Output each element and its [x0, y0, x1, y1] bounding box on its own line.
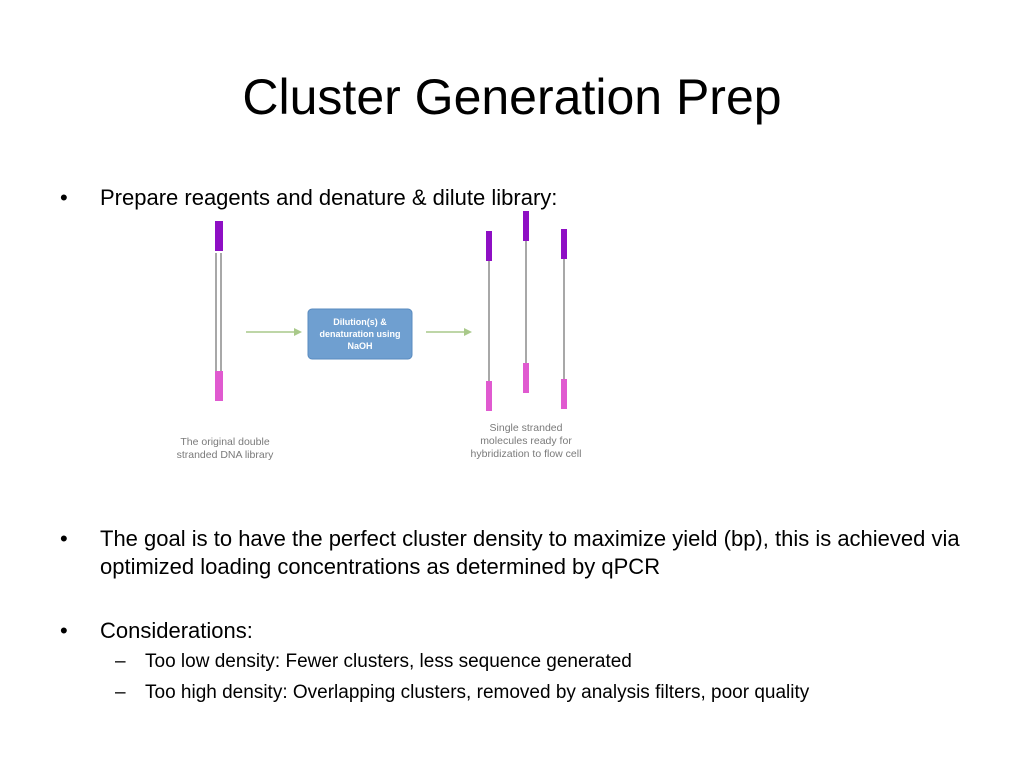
right-caption-line-1: Single stranded [490, 422, 563, 434]
denaturation-diagram: Dilution(s) & denaturation using NaOH Th… [177, 211, 582, 461]
bullet-glyph: • [60, 618, 68, 643]
bullet-text: Prepare reagents and denature & dilute l… [100, 185, 558, 210]
bullet-prepare-reagents: • Prepare reagents and denature & dilute… [60, 184, 960, 212]
sub-bullet-low-density: – Too low density: Fewer clusters, less … [115, 650, 915, 674]
sub-bullet-text: Too low density: Fewer clusters, less se… [145, 651, 632, 672]
right-caption-line-2: molecules ready for [480, 435, 572, 447]
bullet-text: The goal is to have the perfect cluster … [100, 526, 960, 579]
sub-bullet-text: Too high density: Overlapping clusters, … [145, 682, 810, 703]
dilution-denaturation-box: Dilution(s) & denaturation using NaOH [307, 308, 413, 360]
box-line-1: Dilution(s) & [333, 317, 387, 327]
single-strand-1 [486, 231, 492, 411]
pink-adapter [215, 371, 223, 401]
bullet-considerations: • Considerations: [60, 617, 960, 645]
bullet-text: Considerations: [100, 618, 253, 643]
right-caption-line-3: hybridization to flow cell [471, 448, 582, 460]
purple-adapter [215, 221, 223, 251]
left-caption-line-2: stranded DNA library [177, 449, 275, 461]
arrow-icon [426, 328, 472, 336]
sub-bullet-high-density: – Too high density: Overlapping clusters… [115, 681, 915, 705]
single-strand-3 [561, 229, 567, 409]
bullet-cluster-density-goal: • The goal is to have the perfect cluste… [60, 525, 960, 581]
left-caption-line-1: The original double [180, 436, 269, 448]
box-line-2: denaturation using [320, 329, 401, 339]
double-stranded-dna [215, 221, 223, 401]
bullet-glyph: • [60, 526, 68, 551]
dash-glyph: – [115, 651, 126, 672]
arrow-icon [246, 328, 302, 336]
slide-title: Cluster Generation Prep [242, 69, 782, 125]
box-line-3: NaOH [347, 341, 372, 351]
dash-glyph: – [115, 682, 126, 703]
bullet-glyph: • [60, 185, 68, 210]
single-strand-2 [523, 211, 529, 393]
